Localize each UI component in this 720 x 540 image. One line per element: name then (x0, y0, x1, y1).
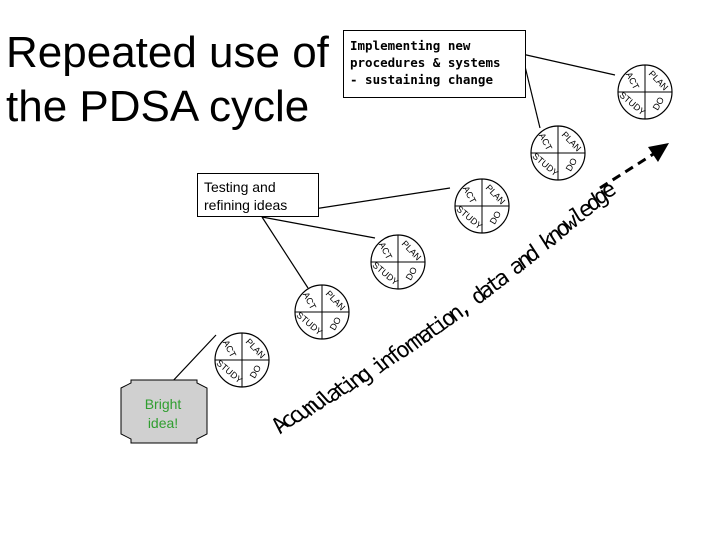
bright-idea-connector (169, 334, 217, 385)
bright-idea-line-2: idea! (148, 415, 178, 431)
arrow-head (648, 143, 669, 162)
testing-callout: Testing and refining ideas (197, 173, 319, 217)
implementing-line-1: Implementing new (350, 38, 471, 53)
testing-connector-1 (261, 216, 309, 289)
implementing-callout: Implementing new procedures & systems - … (343, 30, 526, 98)
arrow-shaft (599, 151, 656, 190)
testing-connector-2 (261, 216, 376, 239)
implementing-connector-1 (521, 53, 616, 76)
title-line-2: the PDSA cycle (6, 82, 310, 131)
implementing-line-3: - sustaining change (350, 72, 493, 87)
implementing-line-2: procedures & systems (350, 55, 501, 70)
bright-idea-line-1: Bright (145, 396, 182, 412)
testing-line-2: refining ideas (204, 197, 288, 213)
page-title: Repeated use of the PDSA cycle (6, 26, 346, 134)
testing-line-1: Testing and (204, 179, 276, 195)
bright-idea-shape (120, 379, 208, 444)
knowledge-arrow (599, 143, 669, 190)
bright-idea-box: Bright idea! (120, 379, 208, 444)
title-line-1: Repeated use of (6, 28, 329, 77)
